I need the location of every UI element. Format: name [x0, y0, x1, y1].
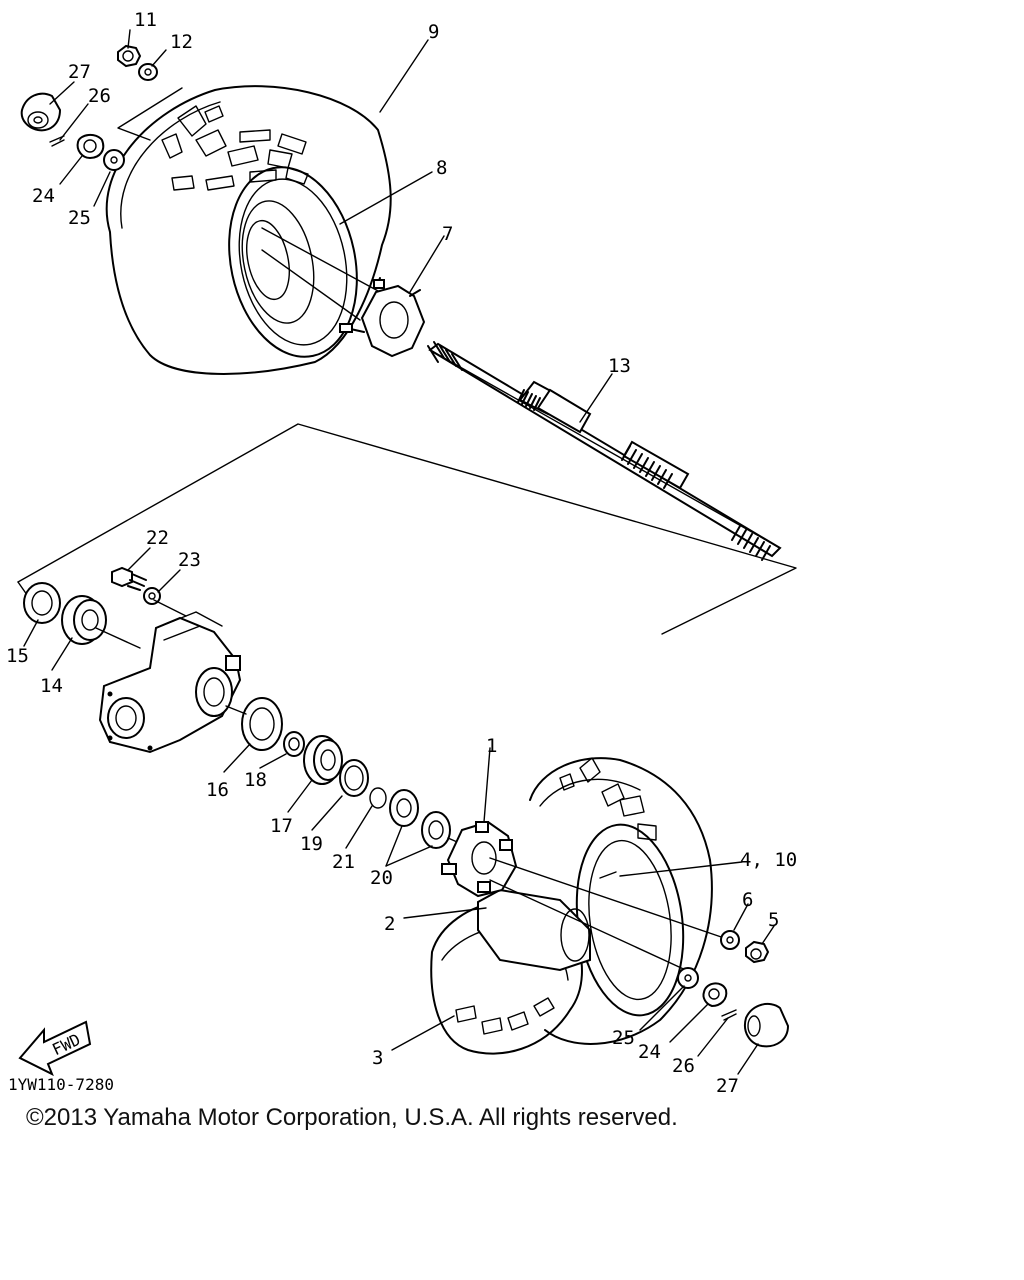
- callout-9: 9: [428, 21, 439, 43]
- axle-housing-case: [98, 611, 242, 754]
- callout-14: 14: [40, 675, 63, 697]
- cap-nut-27-bottom: [744, 1002, 790, 1048]
- callout-5: 5: [768, 909, 779, 931]
- circlip-19: [339, 759, 369, 797]
- callout-24-bottom: 24: [638, 1041, 661, 1063]
- right-tire-tread: [559, 757, 657, 841]
- callout-24-top: 24: [32, 185, 55, 207]
- washer-23: [143, 587, 161, 605]
- leader-lines: [23, 29, 775, 1075]
- washer-25-bottom: [677, 967, 699, 989]
- callout-19: 19: [300, 833, 323, 855]
- top-tire-outline: [105, 85, 392, 375]
- axle-spline-end: [731, 525, 771, 561]
- callout-23: 23: [178, 549, 201, 571]
- callout-7: 7: [442, 223, 453, 245]
- bolt-22: [111, 566, 147, 591]
- callout-18: 18: [244, 769, 267, 791]
- rear-axle-13: [427, 341, 782, 561]
- nut-11: [117, 44, 142, 68]
- callout-11: 11: [134, 9, 157, 31]
- hub-1: [441, 820, 518, 898]
- top-wheel-rim-ring: [238, 178, 348, 346]
- right-rim-outer: [575, 823, 685, 1017]
- nut-24-top: [76, 134, 105, 160]
- drawing-code: 1YW110-7280: [8, 1075, 114, 1094]
- assembly-bracket-line: [17, 423, 797, 635]
- callout-26-top: 26: [88, 85, 111, 107]
- callout-6: 6: [742, 889, 753, 911]
- copyright-notice: ©2013 Yamaha Motor Corporation, U.S.A. A…: [26, 1104, 678, 1131]
- oil-seal-20a: [389, 789, 419, 827]
- bottom-fastener-group: [677, 930, 790, 1048]
- callout-2: 2: [384, 913, 395, 935]
- washer-6: [720, 930, 740, 950]
- washer-12: [138, 63, 158, 81]
- callout-13: 13: [608, 355, 631, 377]
- oil-seal-20b: [421, 811, 451, 849]
- bearing-17: [303, 735, 343, 785]
- exploded-view-drawing: FWD 11 12 27: [6, 9, 797, 1097]
- bearing-14: [61, 595, 107, 645]
- callout-20: 20: [370, 867, 393, 889]
- axle-collar: [517, 380, 592, 434]
- callout-27-bottom: 27: [716, 1075, 739, 1097]
- callout-4-10: 4, 10: [740, 849, 797, 871]
- callout-16: 16: [206, 779, 229, 801]
- spacer-18: [283, 731, 305, 757]
- o-ring-21: [369, 787, 387, 809]
- oil-seal-15: [23, 582, 61, 624]
- callout-15: 15: [6, 645, 29, 667]
- oil-seal-16: [241, 697, 283, 751]
- wheel-hub-2: [477, 888, 591, 972]
- callout-1: 1: [486, 735, 497, 757]
- callout-27-top: 27: [68, 61, 91, 83]
- callout-17: 17: [270, 815, 293, 837]
- top-tire-assembly: [105, 85, 392, 375]
- callout-12: 12: [170, 31, 193, 53]
- callout-labels: 11 12 27 26 24 25 9 8 7 13 22 23 15 14 1…: [6, 9, 797, 1097]
- top-wheel-hub-bore: [246, 219, 290, 301]
- lower-wheel-assembly: [430, 757, 731, 1055]
- axle-spline-left: [427, 341, 463, 371]
- callout-25-top: 25: [68, 207, 91, 229]
- nut-5: [745, 940, 770, 964]
- fwd-arrow-icon: FWD: [18, 1020, 92, 1077]
- hub-7: [339, 277, 426, 358]
- top-wheel-rim-outer: [228, 166, 358, 358]
- left-tire-tread: [455, 997, 555, 1035]
- right-tire-outline: [529, 757, 713, 1045]
- axle-spline-right: [621, 440, 690, 490]
- top-fastener-bracket-line: [117, 87, 183, 141]
- nut-24-bottom: [702, 982, 728, 1008]
- callout-8: 8: [436, 157, 447, 179]
- top-tire-sidewall-line: [120, 101, 221, 229]
- callout-21: 21: [332, 851, 355, 873]
- callout-22: 22: [146, 527, 169, 549]
- callout-25-bottom: 25: [612, 1027, 635, 1049]
- washer-25-top: [103, 149, 125, 171]
- callout-26-bottom: 26: [672, 1055, 695, 1077]
- callout-3: 3: [372, 1047, 383, 1069]
- cotter-pin-26-bottom: [721, 1009, 737, 1021]
